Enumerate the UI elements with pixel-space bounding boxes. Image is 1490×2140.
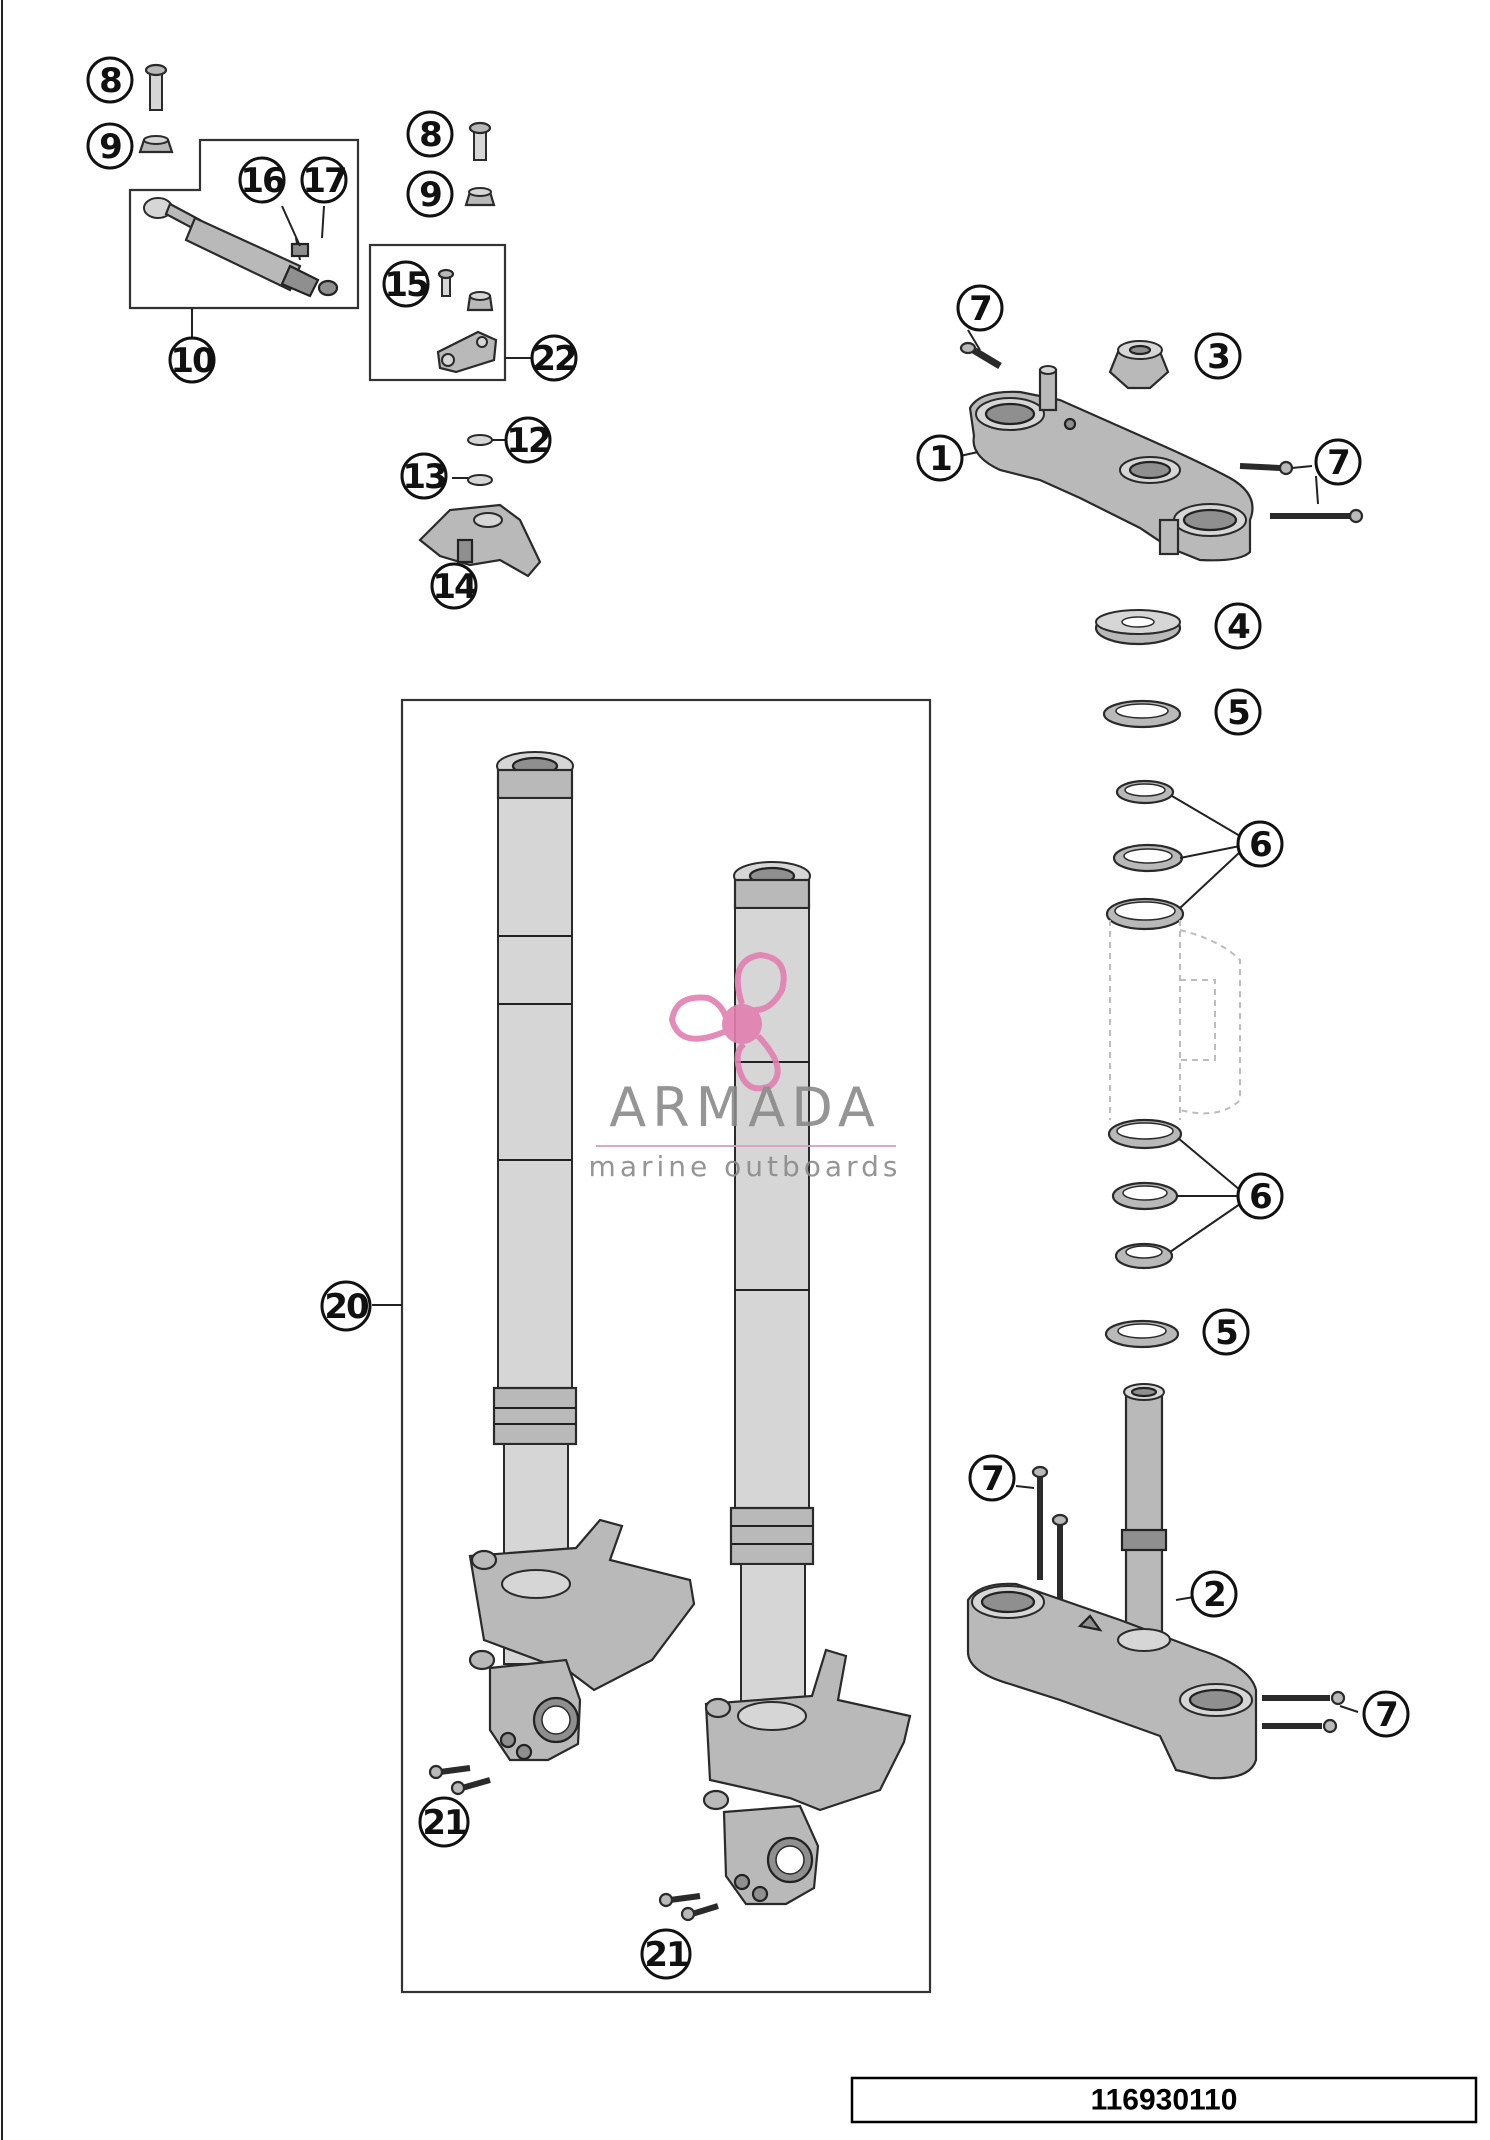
bracket-kit-frame [368,243,507,382]
callout-label: 12 [506,421,549,461]
callout-label: 5 [1215,1313,1237,1353]
bolt-part-8b [468,121,492,161]
callout-label: 6 [1249,1177,1271,1217]
bolt-part-7d [1031,1465,1069,1600]
steering-nut-part-3 [1108,340,1170,390]
callout-17: 17 [300,156,348,204]
damper-bracket-group [368,121,534,382]
callout-20: 20 [320,1280,372,1332]
callout-1: 1 [916,434,964,482]
callout-4: 4 [1214,602,1262,650]
callout-2: 2 [1190,1570,1238,1618]
nut-part-bracket [466,291,494,312]
callout-13: 13 [400,452,448,500]
upper-triple-clamp-part-1 [968,365,1254,562]
callout-label: 2 [1203,1575,1225,1615]
callout-9a: 9 [86,122,134,170]
callout-9b: 9 [406,170,454,218]
bearing-part-6-upper [1105,779,1185,931]
frame-headstock-ghost [1109,920,1241,1120]
lower-triple-clamp-group [966,1383,1359,1780]
bolt-part-8a [144,63,168,111]
callout-label: 16 [240,161,284,201]
callout-label: 7 [1327,443,1349,483]
armada-watermark: ARMADA marine outboards [589,951,902,1183]
seal-ring-part-5a [1102,699,1182,729]
callout-14: 14 [430,562,479,610]
drawing-code-box: 116930110 [850,2076,1478,2124]
callout-15: 15 [382,260,430,308]
callout-16: 16 [238,156,286,204]
callout-label: 14 [432,567,477,607]
callout-label: 17 [302,161,345,201]
propeller-logo [668,951,787,1092]
nut-part-9a [138,135,174,154]
callout-7a: 7 [956,284,1004,332]
callout-5a: 5 [1214,688,1262,736]
callout-label: 3 [1207,337,1229,377]
callout-7c: 7 [968,1454,1016,1502]
bolt-part-7c [1270,508,1364,524]
callout-label: 1 [929,439,951,479]
upper-triple-clamp-group [959,329,1364,562]
washer-part-12 [467,434,493,446]
callout-label: 7 [969,289,991,329]
damper-kit-frame [128,138,360,310]
nut-part-9b [464,187,496,207]
callout-label: 7 [1375,1695,1397,1735]
callout-8a: 8 [86,56,134,104]
lower-triple-clamp-part-2 [966,1383,1258,1780]
callout-7d: 7 [1362,1690,1410,1738]
callout-8b: 8 [406,110,454,158]
callout-label: 15 [384,265,428,305]
callout-label: 22 [532,339,575,379]
seal-ring-part-5b [1104,1319,1180,1349]
callout-label: 4 [1227,607,1250,647]
steering-damper-group [128,63,360,340]
callout-label: 9 [419,175,441,215]
washer-part-13 [467,474,493,486]
bolt-part-7a [959,341,1002,370]
mount-bracket-group [418,434,542,578]
fork-leg-right-part [702,861,912,1906]
callout-label: 7 [981,1459,1003,1499]
caliper-bolts-part-21a [428,1764,491,1796]
bolt-part-7e [1262,1690,1346,1734]
callout-5b: 5 [1202,1308,1250,1356]
callout-6a: 6 [1236,820,1284,868]
watermark-tagline: marine outboards [589,1150,902,1183]
callout-7b: 7 [1314,438,1362,486]
callout-6b: 6 [1236,1172,1284,1220]
fork-leg-left-part [468,751,696,1762]
callout-3: 3 [1194,332,1242,380]
dust-cover-part-4 [1094,609,1182,646]
damper-clamp-part-22 [436,330,498,374]
drawing-code: 116930110 [1091,2084,1238,2117]
steering-bearings-group [1094,609,1241,1349]
callout-22: 22 [530,334,578,382]
callout-label: 9 [99,127,121,167]
callout-label: 10 [170,341,215,381]
bearing-part-6-lower [1107,1118,1183,1270]
bolt-part-7b [1239,460,1294,476]
callout-label: 20 [324,1287,369,1327]
callout-12: 12 [504,416,552,464]
watermark-brand: ARMADA [609,1076,881,1139]
callout-label: 21 [644,1935,688,1975]
callout-label: 8 [99,61,121,101]
callout-label: 13 [402,457,445,497]
callout-21a: 21 [418,1796,470,1848]
fork-kit-frame [400,698,932,1994]
callout-label: 21 [422,1803,466,1843]
callout-label: 8 [419,115,441,155]
mount-bracket-part-14 [418,503,542,578]
callout-10: 10 [168,336,217,384]
callout-21b: 21 [640,1928,692,1980]
caliper-bolts-part-21b [658,1892,719,1922]
callout-label: 5 [1227,693,1249,733]
bolt-part-15 [437,268,455,297]
callout-label: 6 [1249,825,1271,865]
steering-damper-part [143,197,339,298]
